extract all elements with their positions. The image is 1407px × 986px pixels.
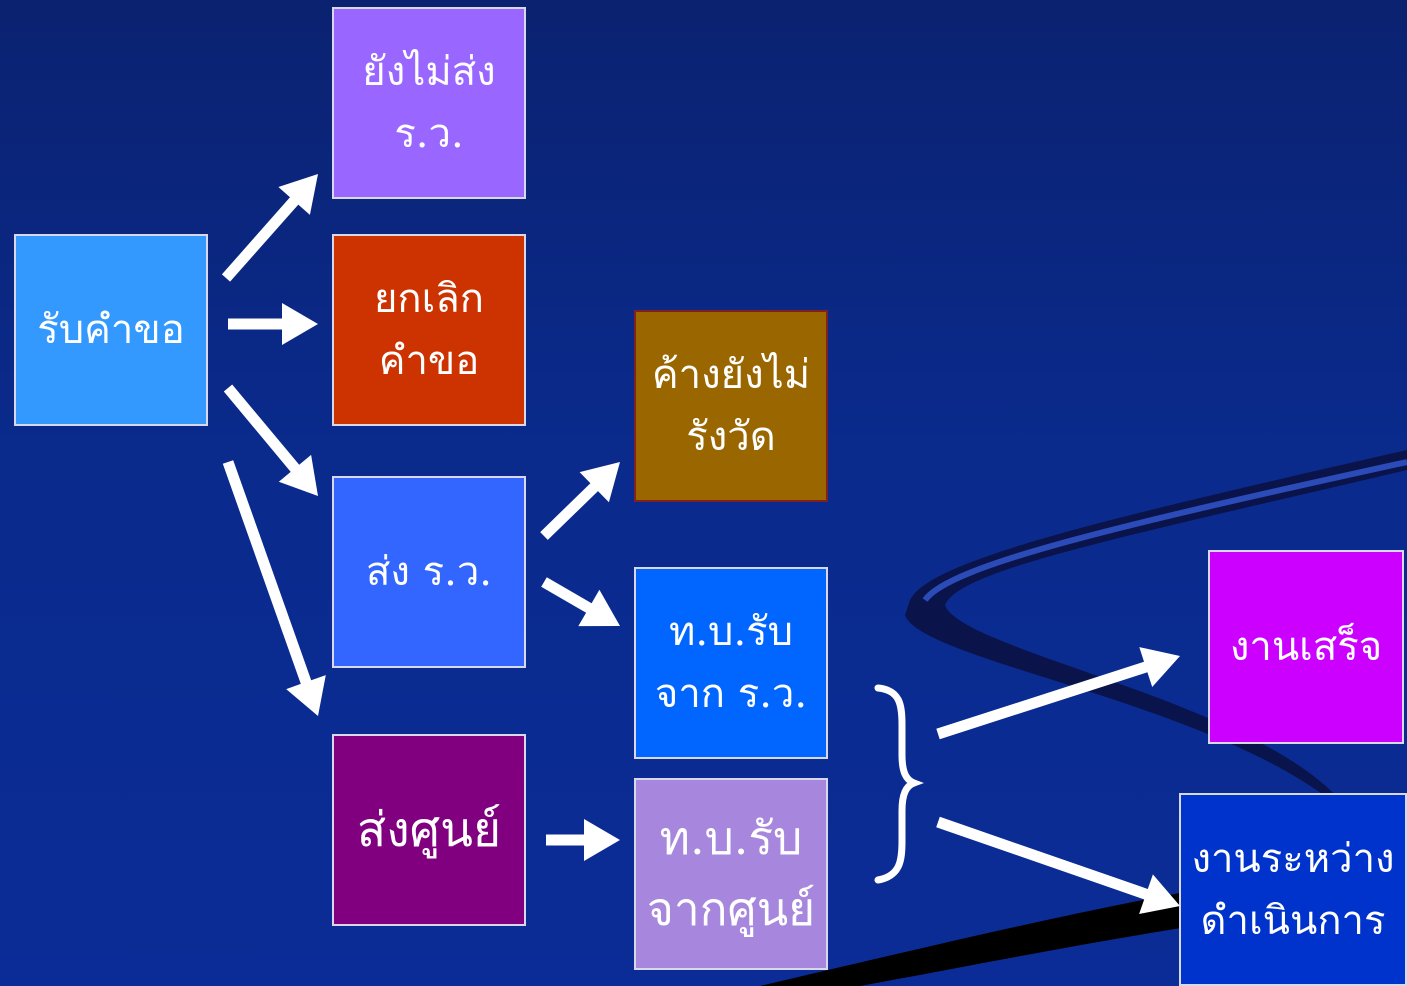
box-work-in-progress: งานระหว่าง ดำเนินการ: [1179, 793, 1407, 986]
box-pending-survey-line-1: ค้างยังไม่: [651, 352, 811, 398]
box-work-done: งานเสร็จ: [1208, 550, 1404, 744]
curly-brace: [874, 684, 924, 884]
box-receive-request-line-1: รับคำขอ: [37, 307, 185, 353]
box-received-from-center-line-1: ท.บ.รับ: [659, 810, 803, 865]
box-not-sent: ยังไม่ส่ง ร.ว.: [332, 7, 526, 199]
box-sent-rw-line-1: ส่ง ร.ว.: [365, 549, 493, 595]
box-send-center: ส่งศูนย์: [332, 734, 526, 926]
arrow-receive-to-not-sent: [221, 174, 318, 282]
box-received-from-rw: ท.บ.รับ จาก ร.ว.: [634, 567, 828, 759]
arrow-receive-to-cancel: [228, 303, 318, 345]
box-receive-request: รับคำขอ: [14, 234, 208, 426]
arrow-receive-to-sent: [223, 384, 318, 496]
box-sent-rw: ส่ง ร.ว.: [332, 476, 526, 668]
arrow-brace-to-done: [936, 647, 1180, 740]
box-received-from-rw-line-1: ท.บ.รับ: [668, 609, 794, 655]
box-not-sent-line-1: ยังไม่ส่ง: [362, 49, 496, 95]
box-cancel-request-line-1: ยกเลิก: [373, 276, 485, 322]
box-received-from-center-line-2: จากศูนย์: [646, 882, 816, 936]
box-received-from-rw-line-2: จาก ร.ว.: [654, 671, 808, 717]
box-send-center-line-1: ส่งศูนย์: [356, 801, 502, 858]
box-pending-survey: ค้างยังไม่ รังวัด: [634, 310, 828, 502]
box-cancel-request: ยกเลิก คำขอ: [332, 234, 526, 426]
box-received-from-center: ท.บ.รับ จากศูนย์: [634, 778, 828, 970]
arrow-brace-to-in-progress: [936, 816, 1180, 914]
arrow-send-center-to-from-center: [546, 819, 620, 861]
arrow-receive-to-send-center: [222, 460, 326, 716]
arrow-sent-to-from-rw: [541, 577, 620, 627]
box-not-sent-line-2: ร.ว.: [394, 111, 464, 157]
box-work-in-progress-line-2: ดำเนินการ: [1200, 897, 1386, 944]
box-pending-survey-line-2: รังวัด: [686, 414, 776, 460]
arrow-sent-to-pending: [540, 462, 620, 540]
swoosh-highlight: [922, 459, 1407, 602]
box-work-in-progress-line-1: งานระหว่าง: [1191, 835, 1395, 882]
box-cancel-request-line-2: คำขอ: [378, 338, 480, 384]
box-work-done-line-1: งานเสร็จ: [1229, 624, 1383, 670]
